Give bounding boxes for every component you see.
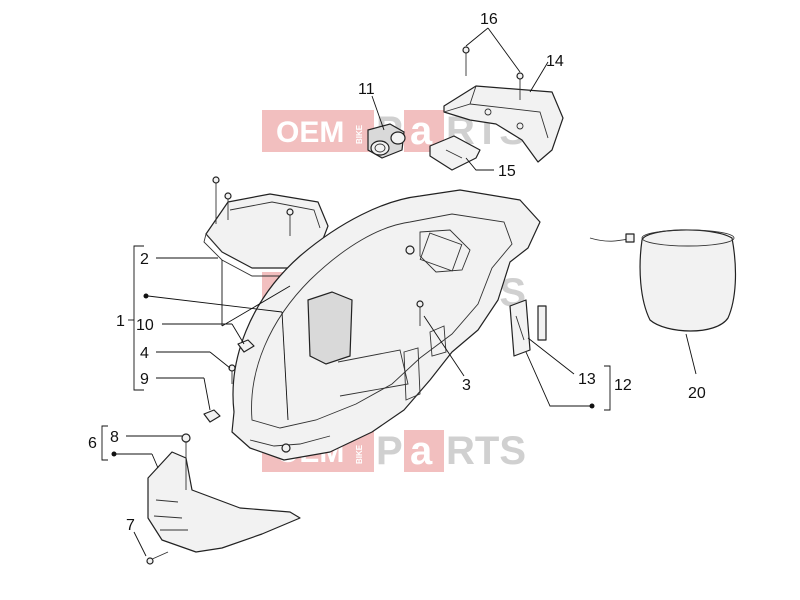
flap-part-15 [429, 135, 481, 171]
leader-dots [111, 293, 595, 457]
callout-8: 8 [110, 429, 119, 446]
watermark-oem-text: OEM [276, 116, 344, 149]
callout-16: 16 [480, 11, 498, 28]
callout-4: 4 [140, 345, 149, 362]
callout-10: 10 [136, 317, 154, 334]
screw-part-4 [228, 364, 236, 384]
callout-13: 13 [578, 371, 596, 388]
callout-6: 6 [88, 435, 97, 452]
front-cover-part-6 [147, 433, 301, 553]
callout-11: 11 [358, 81, 375, 98]
clip-part-9 [203, 409, 221, 423]
callout-15: 15 [498, 163, 516, 180]
watermark-rts-text: RTS [446, 429, 526, 473]
helmet-compartment-part-3 [231, 189, 541, 461]
callout-14: 14 [546, 53, 564, 70]
watermark-bottom: OEM BIKE P a RTS [262, 429, 526, 473]
screws-part-16 [462, 46, 524, 100]
fuse-part-13 [509, 299, 547, 357]
screw-part-7 [146, 551, 169, 565]
watermark-bike-text: BIKE [355, 444, 364, 464]
callout-1: 1 [116, 313, 125, 330]
clip-part-10 [237, 339, 255, 353]
watermark-a-text: a [410, 429, 433, 473]
watermark-bike-text: BIKE [355, 124, 364, 144]
watermark-a-text: a [410, 109, 433, 153]
callout-2: 2 [140, 251, 149, 268]
callout-labels: 16 14 11 15 2 1 10 4 9 3 13 12 20 6 8 7 [88, 11, 706, 534]
rear-cover-part-14 [443, 85, 564, 163]
leader-lines [101, 27, 697, 557]
power-socket-part-11 [367, 123, 406, 159]
callout-3: 3 [462, 377, 471, 394]
screw-part-3 [416, 300, 424, 326]
watermark-p-text: P [376, 429, 403, 473]
callout-7: 7 [126, 517, 135, 534]
callout-20: 20 [688, 385, 706, 402]
callout-12: 12 [614, 377, 632, 394]
callout-9: 9 [140, 371, 149, 388]
cover-bag-part-20 [589, 229, 737, 332]
